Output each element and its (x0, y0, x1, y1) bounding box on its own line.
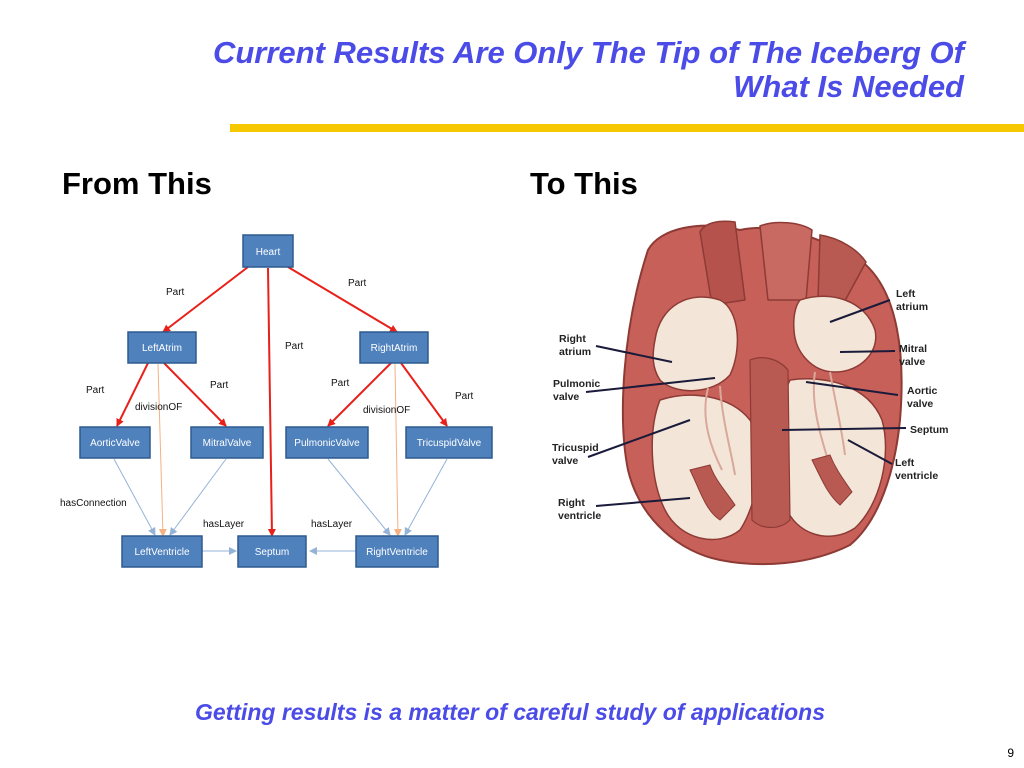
label-mitral-valve-1: Mitral (899, 343, 927, 355)
label-right-ventricle-1: Right (558, 497, 585, 509)
label-tricuspid-valve-1: Tricuspid (552, 442, 599, 454)
leader-right-ventricle (595, 497, 691, 507)
footer-tagline: Getting results is a matter of careful s… (0, 699, 1024, 726)
label-part-heart-septum: Part (285, 341, 304, 352)
edge-leftatrim-mitralvalve (163, 362, 227, 427)
leader-left-atrium (829, 299, 891, 323)
title-underline-rule (230, 124, 1024, 132)
label-pulmonic-valve-1: Pulmonic (553, 378, 600, 390)
label-right-atrium-2: atrium (559, 346, 591, 358)
label-aortic-valve-1: Aortic (907, 385, 937, 397)
ontology-graph: Part Part Part Part Part Part Part divis… (60, 234, 493, 568)
edge-heart-leftatrim (162, 266, 249, 333)
label-pulmonic-valve-2: valve (553, 391, 579, 403)
heart-illustration: Right atrium Pulmonic valve Tricuspid va… (552, 220, 949, 566)
label-part-left-aortic: Part (86, 385, 105, 396)
edge-leftatrim-aorticvalve (116, 362, 149, 427)
node-septum[interactable]: Septum (237, 535, 307, 568)
label-has-layer-left: hasLayer (203, 519, 245, 530)
page-number: 9 (1007, 746, 1014, 760)
label-tricuspid-valve-2: valve (552, 455, 578, 467)
node-rightventricle-label: RightVentricle (366, 547, 428, 558)
edge-heart-septum (267, 267, 276, 537)
slide-title-line-1: Current Results Are Only The Tip of The … (212, 35, 964, 70)
slide-title: Current Results Are Only The Tip of The … (84, 36, 964, 104)
edge-mitral-leftventricle (169, 458, 227, 536)
node-mitralvalve-label: MitralValve (203, 438, 252, 449)
label-left-atrium-2: atrium (896, 301, 928, 313)
node-rightatrim-label: RightAtrim (371, 343, 418, 354)
label-left-ventricle-1: Left (895, 457, 915, 469)
node-pulmonicvalve-label: PulmonicValve (294, 438, 360, 449)
edge-rightatrim-tricuspidvalve (400, 362, 448, 427)
node-septum-label: Septum (255, 547, 289, 558)
node-mitralvalve[interactable]: MitralValve (190, 426, 264, 459)
node-tricuspidvalve[interactable]: TricuspidValve (405, 426, 493, 459)
node-heart[interactable]: Heart (242, 234, 294, 268)
label-part-right-tricuspid: Part (455, 391, 474, 402)
footer-tagline-text: Getting results is a matter of careful s… (194, 699, 826, 725)
label-division-left: divisionOF (135, 402, 182, 413)
label-part-heart-right: Part (348, 278, 367, 289)
label-part-right-pulmonic: Part (331, 378, 350, 389)
label-left-atrium-1: Left (896, 288, 916, 300)
node-aorticvalve[interactable]: AorticValve (79, 426, 151, 459)
label-right-ventricle-2: ventricle (558, 510, 601, 522)
label-has-layer-right: hasLayer (311, 519, 353, 530)
slide-title-line-2: What Is Needed (733, 69, 964, 104)
label-septum: Septum (910, 424, 949, 436)
label-part-left-mitral: Part (210, 380, 229, 391)
leader-pulmonic-valve (585, 377, 716, 393)
node-leftventricle[interactable]: LeftVentricle (121, 535, 203, 568)
edge-rightatrim-pulmonicvalve (327, 362, 392, 427)
node-tricuspidvalve-label: TricuspidValve (417, 438, 482, 449)
label-aortic-valve-2: valve (907, 398, 933, 410)
edge-aortic-leftventricle (113, 458, 156, 536)
leader-left-ventricle (847, 439, 893, 465)
node-leftatrim-label: LeftAtrim (142, 343, 182, 354)
node-leftatrim[interactable]: LeftAtrim (127, 331, 197, 364)
node-pulmonicvalve[interactable]: PulmonicValve (285, 426, 369, 459)
node-heart-label: Heart (256, 247, 281, 258)
label-division-right: divisionOF (363, 405, 410, 416)
node-rightatrim[interactable]: RightAtrim (359, 331, 429, 364)
edge-division-right (393, 363, 402, 537)
edge-division-left (157, 363, 167, 537)
node-leftventricle-label: LeftVentricle (134, 547, 189, 558)
leader-mitral-valve (839, 350, 896, 353)
leader-tricuspid-valve (587, 419, 691, 458)
label-left-ventricle-2: ventricle (895, 470, 938, 482)
from-heading: From This (62, 166, 212, 201)
edge-heart-rightatrim (287, 266, 398, 333)
edge-tricuspid-rightventricle (404, 458, 448, 536)
node-aorticvalve-label: AorticValve (90, 438, 140, 449)
label-has-connection: hasConnection (60, 498, 127, 509)
leader-aortic-valve (805, 381, 899, 396)
leader-septum (781, 427, 907, 431)
edge-pulmonic-rightventricle (327, 458, 391, 536)
to-heading: To This (530, 166, 638, 201)
label-part-heart-left: Part (166, 287, 185, 298)
heart-anatomy-drawing (621, 220, 903, 566)
label-right-atrium-1: Right (559, 333, 586, 345)
node-rightventricle[interactable]: RightVentricle (355, 535, 439, 568)
label-mitral-valve-2: valve (899, 356, 925, 368)
leader-right-atrium (595, 345, 673, 363)
